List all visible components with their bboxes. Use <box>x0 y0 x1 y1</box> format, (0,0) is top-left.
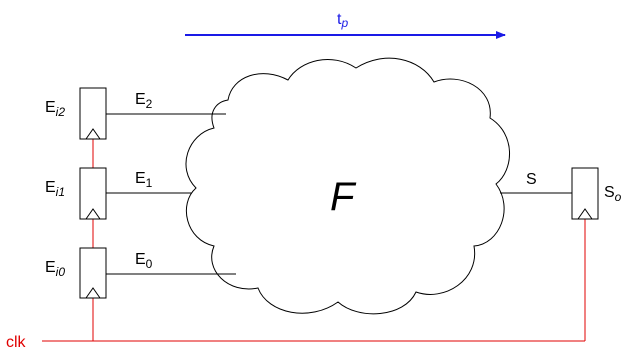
clock-triangle-e-i2 <box>85 128 101 140</box>
clock-triangle-s-o <box>577 208 593 220</box>
clock-label: clk <box>6 334 27 348</box>
signal-e2-label: E2 <box>135 91 153 111</box>
register-e-i1-label: Ei1 <box>45 179 65 199</box>
clock-triangle-e-i1 <box>85 208 101 220</box>
register-e-i1 <box>79 167 107 220</box>
timing-label: tp <box>337 11 348 30</box>
signal-s-label: S <box>526 171 537 188</box>
register-e-i0-label: Ei0 <box>45 259 65 279</box>
signal-e0-label: E0 <box>135 251 153 271</box>
function-cloud <box>185 57 510 315</box>
register-e-i2-label: Ei2 <box>45 99 65 119</box>
register-e-i2 <box>79 87 107 140</box>
register-e-i0 <box>79 247 107 299</box>
register-s-o-label: So <box>604 184 622 204</box>
register-s-o <box>571 167 599 220</box>
function-label: F <box>330 175 357 219</box>
clock-triangle-e-i0 <box>85 287 101 299</box>
signal-e1-label: E1 <box>135 170 153 190</box>
